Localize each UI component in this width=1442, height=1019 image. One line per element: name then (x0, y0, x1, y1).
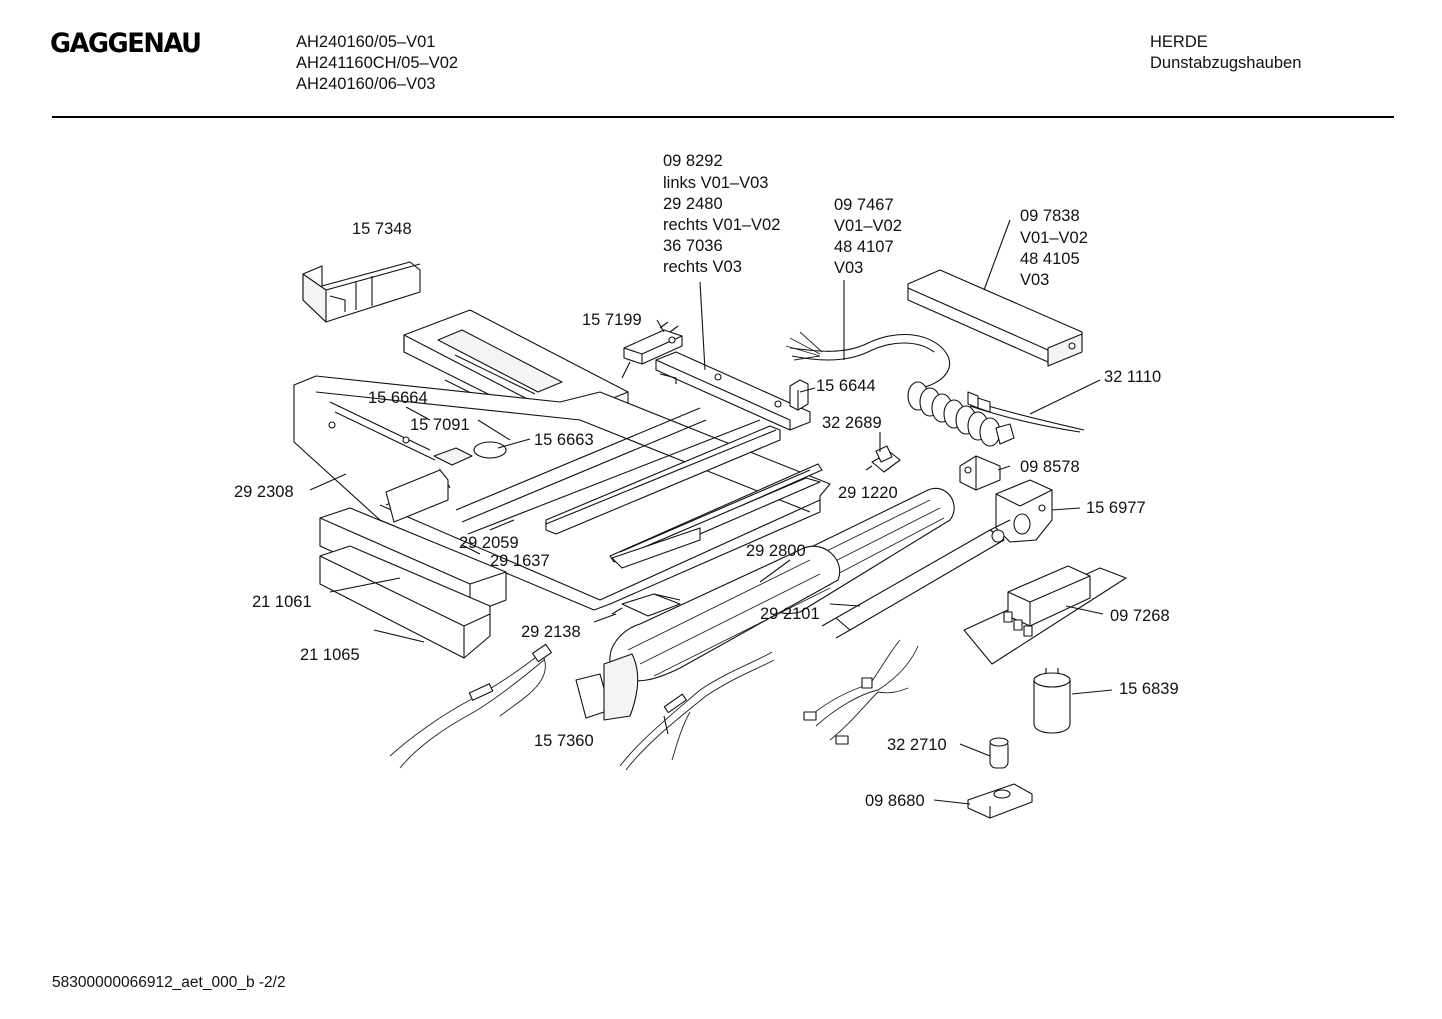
part-number-label: 21 1061 (252, 593, 312, 611)
lamp-socket (865, 445, 901, 473)
callout-line: rechts V03 (663, 258, 742, 276)
profile-rails (545, 425, 823, 569)
wiring-harness (803, 639, 919, 745)
header-divider (52, 116, 1394, 118)
part-number-label: 15 7091 (410, 416, 470, 434)
part-number-label: 32 2710 (887, 736, 947, 754)
bracket-part (302, 261, 421, 323)
transformer-box (907, 269, 1083, 367)
callout-rail-variants: 09 8292 links V01–V03 29 2480 rechts V01… (663, 152, 780, 276)
part-number-label: 15 6664 (368, 389, 428, 407)
callout-line: 48 4105 (1020, 250, 1080, 268)
part-number-label: 09 8680 (865, 792, 925, 810)
part-number-label: 29 1220 (838, 484, 898, 502)
callout-cable-variants: 09 7467 V01–V02 48 4107 V03 (834, 196, 902, 277)
filter-box-lower (319, 545, 491, 659)
callout-line: rechts V01–V02 (663, 216, 780, 234)
part-number-label: 15 6644 (816, 377, 876, 395)
coiled-cable (785, 331, 1015, 447)
callout-line: V03 (1020, 271, 1049, 289)
part-number-label: 29 2059 (459, 534, 519, 552)
model-number: AH241160CH/05–V02 (296, 54, 459, 72)
part-number-label: 15 7360 (534, 732, 594, 750)
leader-lines (309, 219, 1113, 805)
part-labels: 15 7348 15 7199 15 6664 15 7091 15 6663 … (234, 152, 1179, 810)
lamp-holder-bracket (959, 455, 1001, 491)
cable-harness (389, 593, 681, 769)
lamp-holder (995, 479, 1053, 543)
brand-logo: GAGGENAU (50, 28, 202, 59)
capacitor (1033, 668, 1071, 734)
chassis-frame (293, 375, 831, 611)
part-number-label: 09 7268 (1110, 607, 1170, 625)
part-number-label: 15 7348 (352, 220, 412, 238)
callout-line: links V01–V03 (663, 174, 769, 192)
ballast-unit (963, 565, 1127, 665)
starter (989, 737, 1009, 769)
callout-line: V01–V02 (1020, 229, 1088, 247)
category-label: HERDE (1150, 33, 1208, 51)
callout-line: 29 2480 (663, 195, 723, 213)
mounting-rail (655, 351, 811, 431)
part-number-label: 15 6839 (1119, 680, 1179, 698)
document-id: 58300000066912_aet_000_b -2/2 (52, 974, 286, 991)
model-list: AH240160/05–V01 AH241160CH/05–V02 AH2401… (296, 32, 458, 95)
part-number-label: 32 1110 (1104, 368, 1161, 386)
subcategory-label: Dunstabzugshauben (1150, 54, 1302, 72)
model-number: AH240160/05–V01 (296, 33, 436, 51)
product-category: HERDE Dunstabzugshauben (1150, 32, 1301, 74)
long-diffuser (609, 545, 841, 682)
callout-line: 36 7036 (663, 237, 723, 255)
callout-line: V03 (834, 259, 863, 277)
callout-line: 09 8292 (663, 152, 723, 170)
part-number-label: 29 2138 (521, 623, 581, 641)
wire-lead (967, 391, 1085, 433)
part-number-label: 15 6977 (1086, 499, 1146, 517)
callout-line: 48 4107 (834, 238, 894, 256)
part-number-label: 32 2689 (822, 414, 882, 432)
callout-transformer-variants: 09 7838 V01–V02 48 4105 V03 (1020, 207, 1088, 289)
lamp-cable (619, 651, 775, 771)
callout-line: 09 7838 (1020, 207, 1080, 225)
model-number: AH240160/06–V03 (296, 75, 436, 93)
callout-line: V01–V02 (834, 217, 902, 235)
filter-box-upper (319, 507, 507, 615)
part-number-label: 15 6663 (534, 431, 594, 449)
part-number-label: 29 2101 (760, 605, 820, 623)
starter-bracket (967, 783, 1033, 819)
part-number-label: 29 1637 (490, 552, 550, 570)
end-cap (575, 653, 639, 721)
part-number-label: 09 8578 (1020, 458, 1080, 476)
clip-part (789, 379, 809, 411)
part-number-label: 29 2800 (746, 542, 806, 560)
switch-part (621, 321, 683, 379)
part-number-label: 15 7199 (582, 311, 642, 329)
callout-line: 09 7467 (834, 196, 894, 214)
part-number-label: 21 1065 (300, 646, 360, 664)
fluorescent-tube (821, 519, 1011, 639)
part-number-label: 29 2308 (234, 483, 294, 501)
